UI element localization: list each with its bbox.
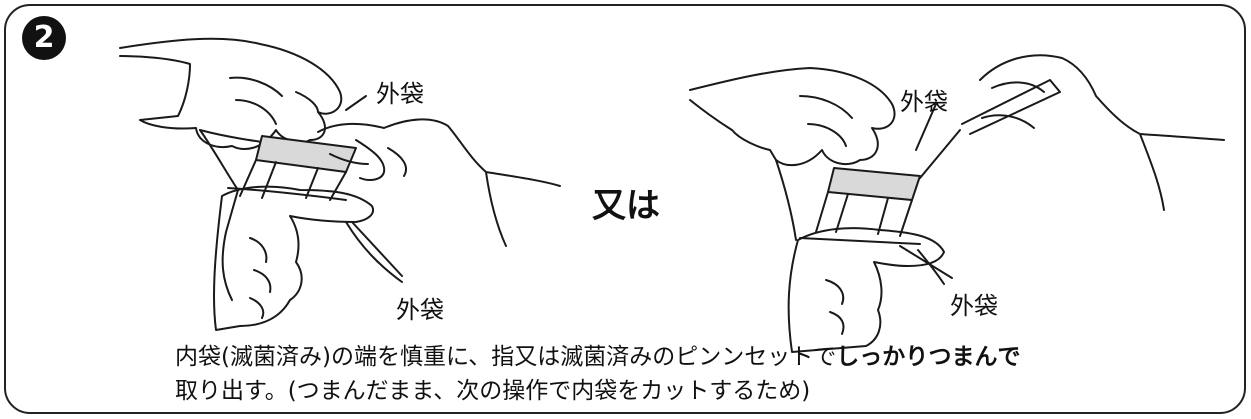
label-outer-bag-left-bottom: 外袋 bbox=[396, 296, 444, 324]
label-outer-bag-right-top: 外袋 bbox=[900, 88, 948, 116]
label-outer-bag-right-bottom: 外袋 bbox=[950, 292, 998, 320]
left-right-hand bbox=[317, 118, 561, 247]
leader-right-top bbox=[915, 103, 937, 151]
left-outer-bag bbox=[199, 129, 239, 301]
left-lower-hand bbox=[213, 185, 374, 331]
caption-line-1-normal: 内袋(滅菌済み)の端を慎重に、指又は滅菌済みのピンンセットで bbox=[175, 344, 837, 370]
left-illustration bbox=[119, 37, 561, 331]
instruction-caption: 内袋(滅菌済み)の端を慎重に、指又は滅菌済みのピンンセットでしっかりつまんで 取… bbox=[175, 340, 1021, 408]
caption-line-2: 取り出す。(つまんだまま、次の操作で内袋をカットするため) bbox=[175, 378, 811, 404]
left-upper-hand bbox=[119, 37, 343, 150]
right-inner-tab bbox=[827, 167, 921, 201]
label-outer-bag-left-top: 外袋 bbox=[376, 80, 424, 108]
or-connector: 又は bbox=[592, 186, 660, 226]
caption-line-1-bold: しっかりつまんで bbox=[836, 344, 1021, 370]
instruction-panel bbox=[4, 4, 1246, 414]
step-number-badge: 2 bbox=[22, 16, 66, 60]
left-inner-tab bbox=[255, 135, 357, 173]
caption-line-1: 内袋(滅菌済み)の端を慎重に、指又は滅菌済みのピンンセットでしっかりつまんで bbox=[175, 340, 1021, 374]
leader-right-bottom bbox=[899, 245, 953, 279]
right-illustration bbox=[689, 54, 1225, 353]
tweezers bbox=[961, 79, 1061, 135]
right-tweezers-hand bbox=[979, 54, 1225, 211]
leader-left-top bbox=[345, 95, 367, 111]
right-upper-hand bbox=[689, 67, 896, 167]
right-lower-hand bbox=[787, 227, 945, 353]
leader-left-bottom bbox=[351, 221, 403, 277]
